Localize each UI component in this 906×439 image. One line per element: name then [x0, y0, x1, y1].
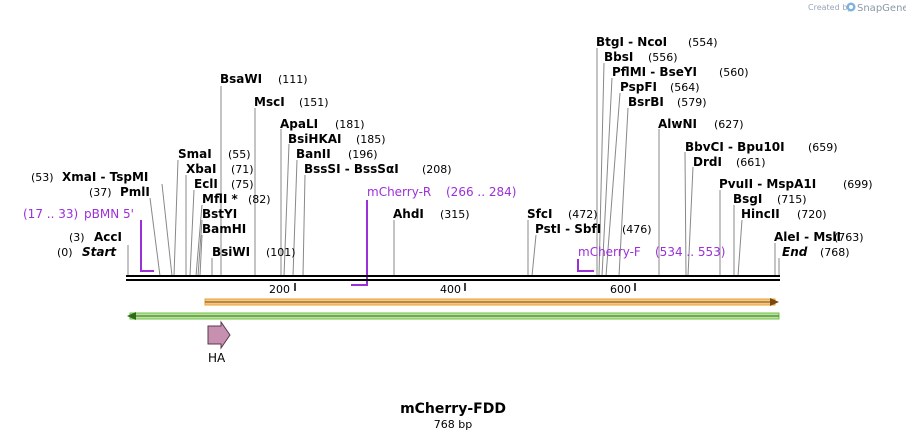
primer-mcherry-r-label: mCherry-R [367, 185, 431, 199]
site-banII-position: (196) [348, 148, 378, 161]
feature-bar-forward[interactable] [204, 298, 779, 306]
site-bsrBI-name[interactable]: BsrBI [628, 95, 664, 109]
site-bsaWI-position: (111) [278, 73, 308, 86]
site-mflI-name[interactable]: MflI * [202, 192, 238, 206]
site-bstYI-name[interactable]: BstYI [202, 207, 237, 221]
tick-label: 400 [440, 283, 461, 296]
site-pmlI-name[interactable]: PmlI [120, 185, 150, 199]
site-bbvCI-position: (659) [808, 141, 838, 154]
primer-mcherry-r-range: (266 .. 284) [446, 185, 516, 199]
tick-label: 600 [610, 283, 631, 296]
primer-mcherry-f-range: (534 .. 553) [655, 245, 725, 259]
arrow-right-icon [770, 298, 779, 306]
site-pstI-position: (476) [622, 223, 652, 236]
site-start-name[interactable]: Start [82, 245, 117, 259]
site-accI-name[interactable]: AccI [94, 230, 122, 244]
map-length: 768 bp [434, 418, 472, 431]
snapgene-credit: Created by SnapGene [808, 2, 906, 14]
ruler: 200 400 600 [269, 283, 636, 296]
site-pflMI-position: (560) [719, 66, 749, 79]
snapgene-logo-icon [846, 2, 856, 12]
site-mscI-position: (151) [299, 96, 329, 109]
site-bssSI-position: (208) [422, 163, 452, 176]
site-mflI-position: (82) [248, 193, 271, 206]
restriction-sites: (3) AccI (0) Start (53) XmaI - TspMI (37… [31, 35, 873, 259]
site-ahdI-position: (315) [440, 208, 470, 221]
leader-lines [127, 48, 780, 277]
feature-ha[interactable]: HA [207, 320, 231, 365]
site-bsgI-name[interactable]: BsgI [733, 192, 762, 206]
site-smaI-name[interactable]: SmaI [178, 147, 212, 161]
site-drdI-position: (661) [736, 156, 766, 169]
site-xmaI-position: (53) [31, 171, 54, 184]
site-end-position: (768) [820, 246, 850, 259]
site-btgI-name[interactable]: BtgI - NcoI [596, 35, 667, 49]
site-bsiHKAI-name[interactable]: BsiHKAI [288, 132, 342, 146]
site-sfcI-position: (472) [568, 208, 598, 221]
primer-pbmn-arrow-icon [140, 220, 154, 272]
site-xmaI-name[interactable]: XmaI - TspMI [62, 170, 148, 184]
site-bbvCI-name[interactable]: BbvCI - Bpu10I [685, 140, 785, 154]
arrow-left-icon [127, 312, 136, 320]
primer-pbmn[interactable]: (17 .. 33) pBMN 5' [23, 207, 154, 272]
site-bsrBI-position: (579) [677, 96, 707, 109]
site-hincII-position: (720) [797, 208, 827, 221]
primer-mcherry-r-arrow-icon [351, 200, 368, 286]
primer-pbmn-label: pBMN 5' [84, 207, 134, 221]
site-bsiWI-position: (101) [266, 246, 296, 259]
site-pflMI-name[interactable]: PflMI - BseYI [612, 65, 697, 79]
site-hincII-name[interactable]: HincII [741, 207, 780, 221]
site-mscI-name[interactable]: MscI [254, 95, 285, 109]
site-pvuII-name[interactable]: PvuII - MspA1I [719, 177, 816, 191]
site-end-name[interactable]: End [782, 245, 808, 259]
site-pvuII-position: (699) [843, 178, 873, 191]
tick-label: 200 [269, 283, 290, 296]
site-eclI-position: (75) [231, 178, 254, 191]
site-smaI-position: (55) [228, 148, 251, 161]
site-accI-position: (3) [69, 231, 85, 244]
site-alwNI-position: (627) [714, 118, 744, 131]
site-xbaI-name[interactable]: XbaI [186, 162, 216, 176]
primer-pbmn-range: (17 .. 33) [23, 207, 78, 221]
site-bsiHKAI-position: (185) [356, 133, 386, 146]
site-sfcI-name[interactable]: SfcI [527, 207, 552, 221]
primer-mcherry-f-label: mCherry-F [578, 245, 641, 259]
site-aleI-position: (763) [834, 231, 864, 244]
feature-ha-label: HA [208, 351, 226, 365]
site-pspFI-position: (564) [670, 81, 700, 94]
primer-mcherry-f[interactable]: mCherry-F (534 .. 553) [577, 245, 725, 272]
primer-mcherry-r[interactable]: mCherry-R (266 .. 284) [351, 185, 516, 286]
site-banII-name[interactable]: BanII [296, 147, 331, 161]
site-pmlI-position: (37) [89, 186, 112, 199]
site-pspFI-name[interactable]: PspFI [620, 80, 657, 94]
primer-mcherry-f-arrow-icon [577, 259, 594, 272]
map-title: mCherry-FDD [400, 401, 506, 417]
site-bbsI-position: (556) [648, 51, 678, 64]
site-eclI-name[interactable]: EclI [194, 177, 218, 191]
site-drdI-name[interactable]: DrdI [693, 155, 722, 169]
credit-prefix: Created by [808, 3, 852, 12]
feature-bar-reverse[interactable] [127, 312, 780, 320]
site-btgI-position: (554) [688, 36, 718, 49]
site-bssSI-name[interactable]: BssSI - BssSαI [304, 162, 399, 176]
ha-arrow-icon [207, 320, 231, 350]
site-bsiWI-name[interactable]: BsiWI [212, 245, 250, 259]
site-ahdI-name[interactable]: AhdI [393, 207, 424, 221]
site-bbsI-name[interactable]: BbsI [604, 50, 633, 64]
site-aleI-name[interactable]: AleI - MslI [774, 230, 841, 244]
credit-brand: SnapGene [857, 3, 906, 14]
site-apaLI-position: (181) [335, 118, 365, 131]
site-pstI-name[interactable]: PstI - SbfI [535, 222, 601, 236]
backbone [126, 275, 780, 281]
site-alwNI-name[interactable]: AlwNI [658, 117, 697, 131]
site-start-position: (0) [57, 246, 73, 259]
site-bsaWI-name[interactable]: BsaWI [220, 72, 262, 86]
site-bsgI-position: (715) [777, 193, 807, 206]
site-bamHI-name[interactable]: BamHI [202, 222, 246, 236]
site-xbaI-position: (71) [231, 163, 254, 176]
site-apaLI-name[interactable]: ApaLI [280, 117, 318, 131]
